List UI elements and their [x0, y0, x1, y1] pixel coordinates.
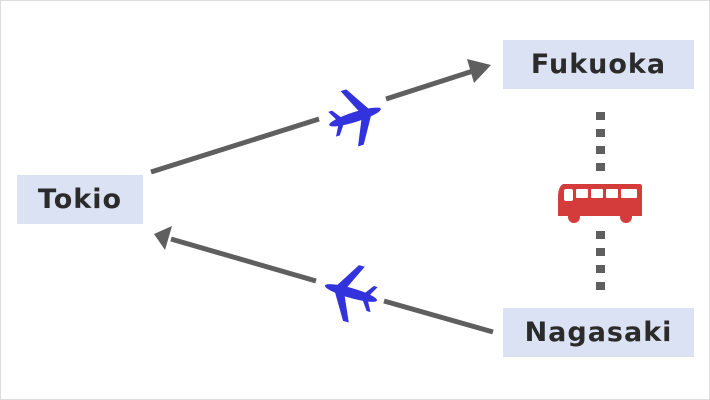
arrow-tokio-to-fukuoka	[150, 68, 474, 175]
arrowhead-tokio	[154, 226, 172, 250]
arrow-nagasaki-to-tokio	[170, 236, 494, 335]
arrowhead-fukuoka	[467, 59, 491, 83]
airplane-icon	[320, 81, 390, 153]
airplane-icon	[317, 257, 385, 329]
city-label-fukuoka: Fukuoka	[503, 40, 694, 89]
city-label-tokio: Tokio	[17, 175, 143, 224]
bus-icon	[558, 184, 642, 223]
city-label-nagasaki: Nagasaki	[503, 308, 694, 357]
bus-route-dotted-line	[596, 112, 605, 290]
